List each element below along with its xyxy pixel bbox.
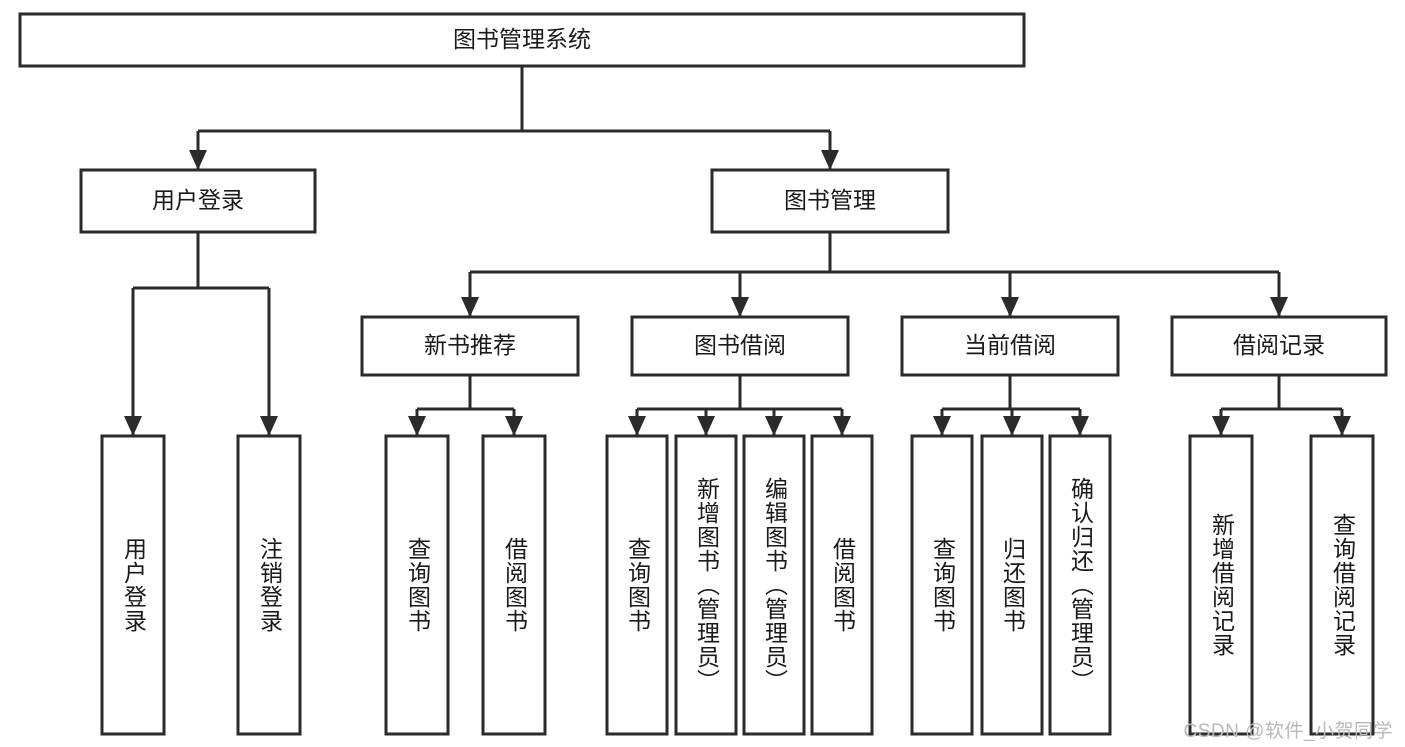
node-box-leaf-query-borrow-record[interactable] [1309, 434, 1375, 736]
arrow-head-icon [408, 416, 426, 436]
arrow-head-icon [260, 416, 278, 436]
node-box-leaf-user-login[interactable] [100, 434, 166, 736]
node-label-current-borrow: 当前借阅 [964, 332, 1056, 358]
node-label-book-borrow: 图书借阅 [694, 332, 786, 358]
node-box-leaf-edit-book-admin[interactable] [742, 434, 806, 736]
arrow-head-icon [1071, 416, 1089, 436]
arrow-head-icon [697, 416, 715, 436]
arrow-head-icon [765, 416, 783, 436]
arrow-head-icon [821, 150, 839, 170]
node-box-book-management[interactable] [710, 168, 950, 234]
arrow-head-icon [1003, 416, 1021, 436]
watermark-text: CSDN @软件_小贺同学 [1183, 721, 1393, 742]
node-box-leaf-borrow-book-2[interactable] [810, 434, 874, 736]
node-box-leaf-borrow-book-1[interactable] [481, 434, 547, 736]
arrow-head-icon [628, 416, 646, 436]
arrow-head-icon [1212, 416, 1230, 436]
arrow-head-icon [505, 416, 523, 436]
node-box-user-login[interactable] [79, 168, 317, 234]
node-box-leaf-logout-login[interactable] [236, 434, 302, 736]
arrow-head-icon [731, 297, 749, 317]
arrow-head-icon [933, 416, 951, 436]
arrow-head-icon [124, 416, 142, 436]
arrow-head-icon [189, 150, 207, 170]
node-box-leaf-query-book-1[interactable] [384, 434, 450, 736]
node-box-title[interactable] [18, 12, 1026, 68]
node-box-current-borrow[interactable] [900, 315, 1120, 377]
node-box-borrow-record[interactable] [1170, 315, 1388, 377]
node-label-book-management: 图书管理 [784, 187, 876, 213]
node-box-leaf-add-borrow-record[interactable] [1188, 434, 1254, 736]
node-box-leaf-confirm-return-admin[interactable] [1048, 434, 1112, 736]
node-box-book-borrow[interactable] [630, 315, 850, 377]
node-label-new-book-recommend: 新书推荐 [424, 332, 516, 358]
connectors-layer [124, 66, 1351, 436]
arrow-head-icon [1333, 416, 1351, 436]
node-label-user-login: 用户登录 [152, 187, 244, 213]
node-label-borrow-record: 借阅记录 [1233, 332, 1325, 358]
arrow-head-icon [461, 297, 479, 317]
node-box-leaf-query-book-3[interactable] [910, 434, 974, 736]
arrow-head-icon [1270, 297, 1288, 317]
node-box-new-book-recommend[interactable] [360, 315, 580, 377]
arrow-head-icon [1001, 297, 1019, 317]
boxes-layer [18, 12, 1388, 736]
node-box-leaf-return-book[interactable] [980, 434, 1044, 736]
node-box-leaf-add-book-admin[interactable] [674, 434, 738, 736]
node-label-title: 图书管理系统 [453, 26, 591, 52]
arrow-head-icon [833, 416, 851, 436]
node-box-leaf-query-book-2[interactable] [605, 434, 669, 736]
